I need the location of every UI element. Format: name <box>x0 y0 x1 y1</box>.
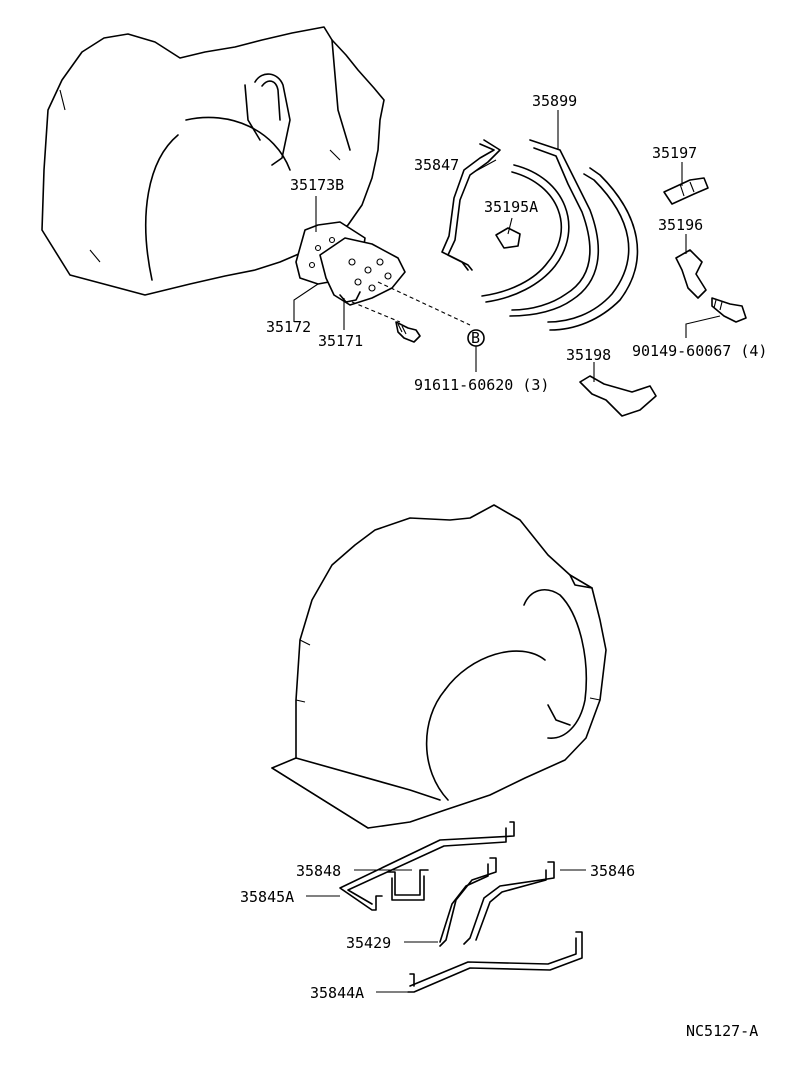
callout-b-marker: B <box>467 329 485 372</box>
label-35845a: 35845A <box>240 888 294 906</box>
oil-pipe-35845a <box>339 821 515 911</box>
clip-35195a-icon <box>495 227 521 249</box>
label-35172: 35172 <box>266 318 311 336</box>
oil-pipe-outer-right <box>547 167 639 331</box>
transmission-housing-bottom <box>271 504 607 829</box>
bolt-centerline-2 <box>351 301 401 323</box>
oil-pipe-35844a <box>407 931 583 993</box>
label-35198: 35198 <box>566 346 611 364</box>
valve-body-assembly <box>295 221 406 306</box>
leader-lines-bottom <box>306 869 586 993</box>
label-91611: 91611-60620 (3) <box>414 376 549 394</box>
part-labels: 35899 35847 35197 35173B 35195A 35196 35… <box>240 92 767 1040</box>
oil-pipe-curved-a <box>481 164 570 303</box>
bolt-icon <box>395 321 421 343</box>
bolt-centerline-1 <box>377 281 471 326</box>
label-35847: 35847 <box>414 156 459 174</box>
label-35846: 35846 <box>590 862 635 880</box>
oil-pipe-35848 <box>387 869 429 901</box>
label-35196: 35196 <box>658 216 703 234</box>
oil-pipe-35899 <box>509 139 600 317</box>
oil-pipe-35846 <box>463 861 555 945</box>
label-35173b: 35173B <box>290 176 344 194</box>
oil-pipe-35429 <box>439 857 497 947</box>
leader-lines-top <box>293 110 721 382</box>
label-35429: 35429 <box>346 934 391 952</box>
callout-b-text: B <box>471 329 480 347</box>
label-35848: 35848 <box>296 862 341 880</box>
label-35899: 35899 <box>532 92 577 110</box>
sensor-35197-icon <box>663 177 709 205</box>
oil-pipe-35847 <box>441 139 501 271</box>
bolt-90149-icon <box>711 297 747 323</box>
bracket-35198-icon <box>579 375 657 417</box>
diagram-code: NC5127-A <box>686 1022 758 1040</box>
label-35195a: 35195A <box>484 198 538 216</box>
label-35844a: 35844A <box>310 984 364 1002</box>
label-90149: 90149-60067 (4) <box>632 342 767 360</box>
label-35197: 35197 <box>652 144 697 162</box>
label-35171: 35171 <box>318 332 363 350</box>
bracket-35196-icon <box>675 249 707 299</box>
